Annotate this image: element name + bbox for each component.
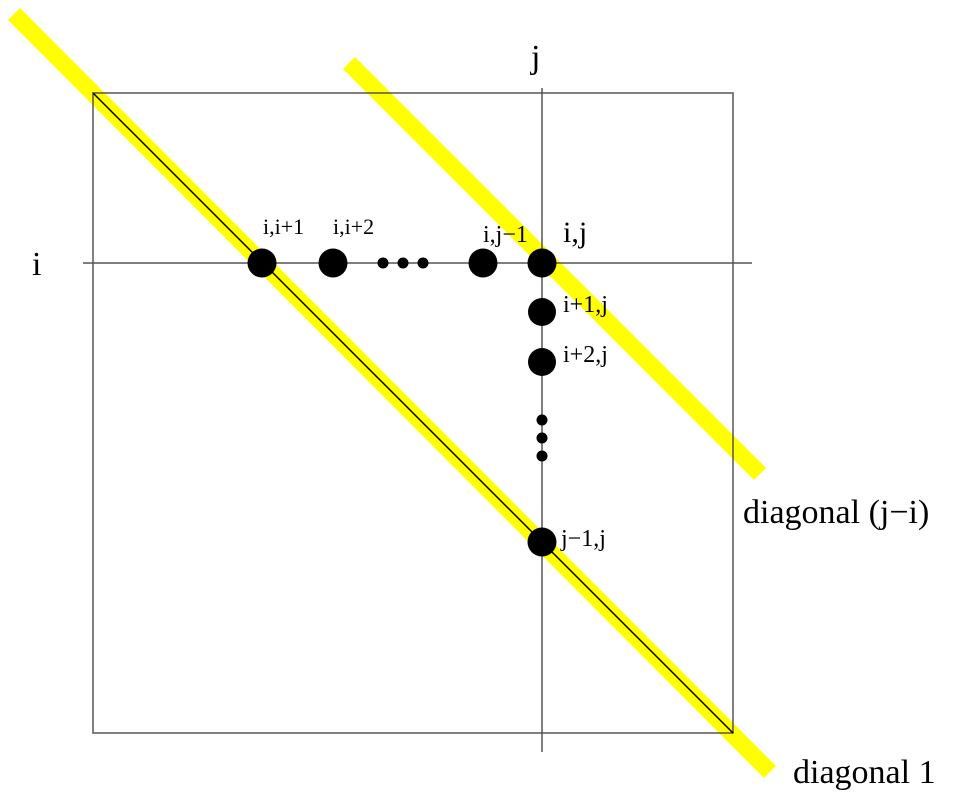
cell-dot-i-i1	[247, 248, 277, 278]
col-label-j: j	[530, 39, 540, 76]
ellipsis-dot	[536, 414, 548, 426]
ellipsis-dot	[536, 432, 548, 444]
row-label-i: i	[32, 246, 41, 283]
cell-dot-i-j1	[468, 248, 498, 278]
cell-dot-i-i2	[318, 248, 348, 278]
cell-label-i2-j: i+2,j	[563, 342, 608, 368]
cell-dot-i-j	[527, 248, 557, 278]
ellipsis-dot	[397, 257, 409, 269]
diagonal-1-label: diagonal 1	[793, 754, 936, 791]
ellipsis-dot	[536, 450, 548, 462]
diagonal-j-i-label: diagonal (j−i)	[743, 494, 929, 531]
ellipsis-dot	[417, 257, 429, 269]
ellipsis-dot	[377, 257, 389, 269]
cell-label-i-j: i,j	[563, 216, 587, 249]
cell-label-j1-j: j−1,j	[560, 526, 606, 552]
cell-label-i1-j: i+1,j	[563, 292, 608, 318]
matrix-frame	[92, 92, 734, 734]
cell-dot-i2-j	[528, 348, 556, 376]
main-diagonal-line	[92, 92, 734, 734]
cell-dot-j1-j	[527, 527, 557, 557]
cell-label-i-i2: i,i+2	[333, 214, 374, 239]
cell-label-i-j1: i,j−1	[483, 222, 528, 248]
cell-label-i-i1: i,i+1	[263, 214, 304, 239]
cell-dot-i1-j	[528, 298, 556, 326]
